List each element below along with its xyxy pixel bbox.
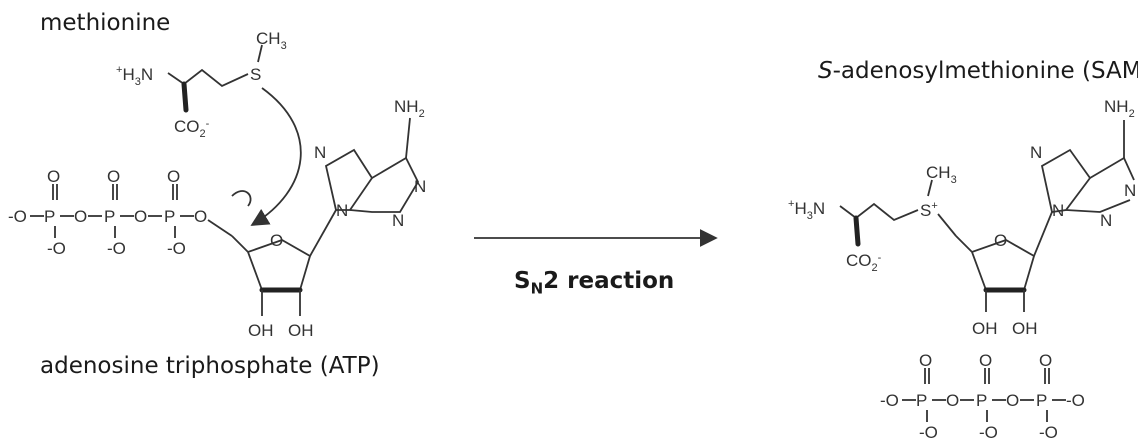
- sam-n9: N: [1052, 201, 1064, 220]
- atp-ring-o: O: [270, 231, 283, 250]
- met-co2: CO2-: [174, 117, 210, 140]
- atp-phosphate: -O P O -O O P O -O O P O -O O: [8, 167, 233, 258]
- reaction-label: SN2 reaction: [514, 268, 674, 298]
- atp-n1: N: [414, 177, 426, 196]
- pp-p2-o-top: O: [979, 351, 992, 370]
- sam-label-s: S: [818, 58, 833, 84]
- atp-nh2: NH2: [394, 97, 425, 120]
- atp-n9: N: [336, 201, 348, 220]
- atp-p2-o-top: O: [107, 167, 120, 186]
- met-ch3: CH3: [256, 29, 287, 52]
- pp-o2: O: [946, 391, 959, 410]
- atp-ribose: O OH OH: [231, 209, 337, 340]
- atp-p3: P: [164, 207, 175, 226]
- sam-nh2: NH2: [1104, 97, 1135, 120]
- atp-p3-o-top: O: [167, 167, 180, 186]
- sam-s: S+: [920, 200, 938, 220]
- reaction-rest: 2 reaction: [543, 268, 675, 294]
- sam-ring-o: O: [994, 231, 1007, 250]
- met-h3n: +H3N: [116, 64, 153, 88]
- pp-o4: -O: [1066, 391, 1085, 410]
- sam-n3: N: [1100, 211, 1112, 230]
- pp-p3-o-top: O: [1039, 351, 1052, 370]
- sam-oh1: OH: [972, 319, 998, 338]
- met-s: S: [250, 65, 261, 84]
- sam-oh2: OH: [1012, 319, 1038, 338]
- triphosphate-product: -O P O -O O P O -O O P O -O -O: [880, 351, 1085, 442]
- pp-p2-o-bot: -O: [979, 423, 998, 442]
- atp-p2: P: [104, 207, 115, 226]
- atp-oh1: OH: [248, 321, 274, 340]
- atp-o4: O: [194, 207, 207, 226]
- pp-p1-o-top: O: [919, 351, 932, 370]
- atp-p1-o-bot: -O: [47, 239, 66, 258]
- sam-h3n: +H3N: [788, 198, 825, 222]
- atp-adenine: N N N N NH2: [314, 97, 426, 230]
- atp-o3: O: [134, 207, 147, 226]
- methionine-label: methionine: [40, 10, 171, 36]
- atp-label: adenosine triphosphate (ATP): [40, 353, 380, 379]
- atp-o2: O: [74, 207, 87, 226]
- pp-p2: P: [976, 391, 987, 410]
- sam-structure: +H3N S+ CH3 CO2- O OH OH N N N N NH2: [788, 97, 1136, 338]
- sam-label-rest: -adenosylmethionine (SAM): [832, 58, 1138, 84]
- atp-o1: -O: [8, 207, 27, 226]
- pp-o1: -O: [880, 391, 899, 410]
- atp-p2-o-bot: -O: [107, 239, 126, 258]
- attack-arrow: [250, 87, 302, 226]
- sam-co2: CO2-: [846, 251, 882, 274]
- pp-p1: P: [916, 391, 927, 410]
- atp-oh2: OH: [288, 321, 314, 340]
- sam-ch3: CH3: [926, 163, 957, 186]
- sam-n7: N: [1030, 143, 1042, 162]
- atp-p1-o-top: O: [47, 167, 60, 186]
- reaction-n: N: [530, 279, 544, 298]
- sam-n1: N: [1124, 181, 1136, 200]
- atp-n7: N: [314, 143, 326, 162]
- pp-o3: O: [1006, 391, 1019, 410]
- pp-p3: P: [1036, 391, 1047, 410]
- atp-p1: P: [44, 207, 55, 226]
- methionine-structure: +H3N S CH3 CO2-: [116, 29, 287, 140]
- pp-p1-o-bot: -O: [919, 423, 938, 442]
- atp-n3: N: [392, 211, 404, 230]
- leaving-arrow: [231, 190, 252, 207]
- sam-label: S-adenosylmethionine (SAM): [818, 58, 1138, 84]
- pp-p3-o-bot: -O: [1039, 423, 1058, 442]
- reaction-s: S: [514, 268, 531, 294]
- atp-p3-o-bot: -O: [167, 239, 186, 258]
